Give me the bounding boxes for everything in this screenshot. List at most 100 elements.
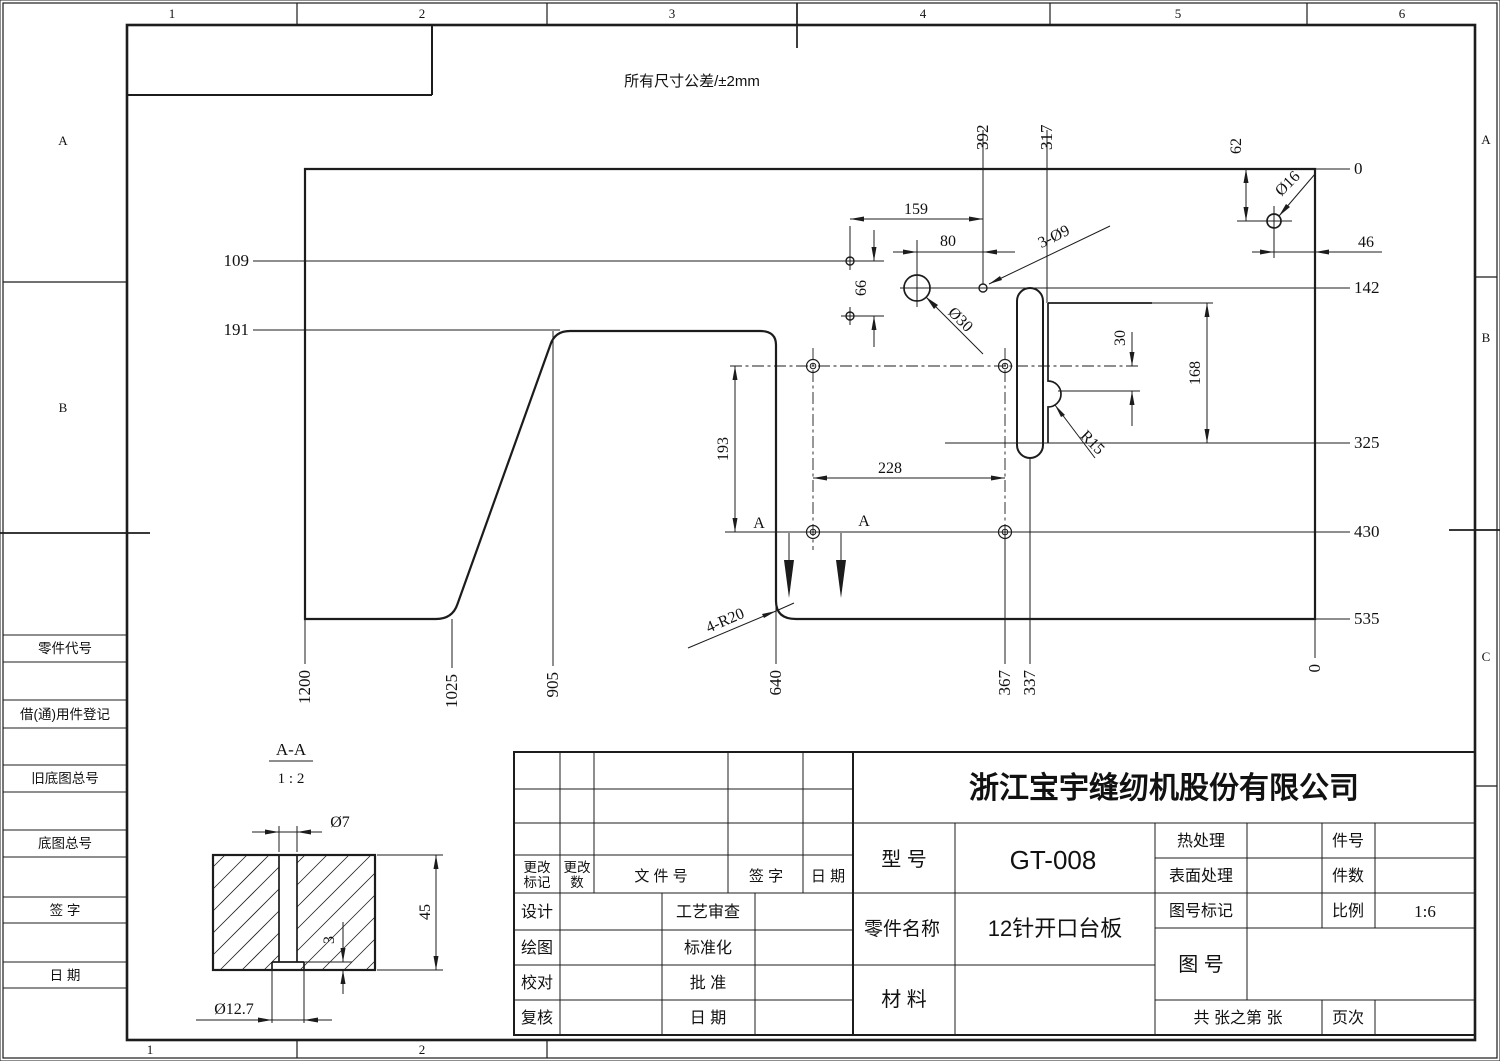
file-no-label: 文 件 号 xyxy=(634,868,687,885)
drawing-mark-label: 图号标记 xyxy=(1169,902,1233,920)
zone-labels: 1 2 3 4 5 6 1 2 A B A B C xyxy=(58,6,1491,1057)
callout-3xd9: 3-Ø9 xyxy=(1036,222,1073,252)
heat-treatment-label: 热处理 xyxy=(1177,832,1225,850)
tolerance-note: 所有尺寸公差/±2mm xyxy=(624,73,760,90)
coord-337: 337 xyxy=(1020,670,1039,696)
coord-142: 142 xyxy=(1354,278,1380,297)
date2-label: 日 期 xyxy=(690,1009,726,1027)
dim-66: 66 xyxy=(853,280,870,296)
sheet-total-label: 共 张之第 张 xyxy=(1194,1009,1283,1027)
dim-d127: Ø12.7 xyxy=(214,1001,254,1018)
drawing-no-label: 图 号 xyxy=(1178,954,1224,976)
zone-top-6: 6 xyxy=(1399,6,1406,21)
part-no-label: 件号 xyxy=(1332,832,1364,850)
zone-left-a: A xyxy=(58,133,68,148)
zone-right-a: A xyxy=(1481,132,1491,147)
model-value: GT-008 xyxy=(1010,845,1097,875)
section-block xyxy=(211,853,377,972)
coord-367: 367 xyxy=(995,670,1014,696)
arrowheads xyxy=(732,169,1329,618)
recheck-label: 复核 xyxy=(521,1009,553,1027)
record-date: 日 期 xyxy=(50,968,81,983)
section-letter-right: A xyxy=(858,513,870,530)
callout-r15: R15 xyxy=(1077,427,1108,458)
zone-top-1: 1 xyxy=(169,6,176,21)
section-dim-lines xyxy=(196,826,443,1023)
part-name-value: 12针开口台板 xyxy=(988,916,1122,941)
slot-outline xyxy=(1016,287,1044,459)
section-arrowheads xyxy=(258,829,439,1023)
zone-left-b: B xyxy=(59,400,68,415)
part-name-label: 零件名称 xyxy=(864,918,940,940)
dim-193: 193 xyxy=(715,437,732,461)
coord-392: 392 xyxy=(973,125,992,151)
dim-3: 3 xyxy=(321,936,338,944)
change-mark-label-2: 标记 xyxy=(524,875,551,890)
section-arrow-right xyxy=(836,560,846,598)
coord-1200: 1200 xyxy=(295,670,314,704)
coord-1025: 1025 xyxy=(442,674,461,708)
zone-top-4: 4 xyxy=(920,6,927,21)
page-label: 页次 xyxy=(1332,1009,1364,1027)
surface-treatment-label: 表面处理 xyxy=(1169,867,1233,885)
zone-right-c: C xyxy=(1482,649,1491,664)
zone-right-b: B xyxy=(1482,330,1491,345)
coord-191: 191 xyxy=(224,320,250,339)
company-name: 浙江宝宇缝纫机股份有限公司 xyxy=(969,771,1359,805)
callout-d30: Ø30 xyxy=(944,304,976,336)
record-borrowed: 借(通)用件登记 xyxy=(20,707,110,722)
coord-0-right: 0 xyxy=(1354,159,1363,178)
material-label: 材 料 xyxy=(881,988,927,1011)
record-master-no: 底图总号 xyxy=(38,836,92,851)
coord-325: 325 xyxy=(1354,433,1380,452)
zone-bottom-1: 1 xyxy=(147,1042,154,1057)
scale-value: 1:6 xyxy=(1414,902,1436,921)
zone-top-5: 5 xyxy=(1175,6,1182,21)
check-label: 校对 xyxy=(521,974,553,992)
dim-45: 45 xyxy=(417,904,434,920)
section-view: A-A 1 : 2 xyxy=(196,740,443,1023)
date-label: 日 期 xyxy=(811,868,845,885)
dimension-lines xyxy=(253,130,1382,668)
change-mark-label-1: 更改 xyxy=(524,860,552,875)
record-old-master: 旧底图总号 xyxy=(31,771,99,786)
section-title: A-A xyxy=(276,740,307,759)
record-part-code: 零件代号 xyxy=(38,641,92,656)
corner-holes xyxy=(805,358,1013,540)
design-label: 设计 xyxy=(521,903,553,921)
dim-159: 159 xyxy=(904,201,928,218)
coord-0-bottom: 0 xyxy=(1305,664,1324,673)
zone-top-3: 3 xyxy=(669,6,676,21)
standardize-label: 标准化 xyxy=(684,939,732,957)
record-signature: 签 字 xyxy=(50,902,81,918)
section-letter-left: A xyxy=(753,515,765,532)
dim-d7: Ø7 xyxy=(330,814,350,831)
change-count-label-2: 数 xyxy=(570,875,584,890)
part-outline xyxy=(303,167,1317,621)
section-scale: 1 : 2 xyxy=(278,771,305,787)
pocket-outline xyxy=(1047,303,1062,443)
callout-d16: Ø16 xyxy=(1272,168,1304,200)
dimension-labels: 159 80 46 228 66 62 30 168 193 3-Ø9 Ø30 … xyxy=(704,138,1374,636)
top-left-box xyxy=(127,25,433,96)
section-arrow-left xyxy=(784,560,794,598)
centerlines xyxy=(730,348,1140,550)
coordinate-labels: 109 191 0 142 325 430 535 392 317 1200 1… xyxy=(224,124,1380,708)
coord-109: 109 xyxy=(224,251,250,270)
left-record-column: 零件代号 借(通)用件登记 旧底图总号 底图总号 签 字 日 期 xyxy=(3,634,127,989)
sign-label: 签 字 xyxy=(749,868,783,885)
dim-80: 80 xyxy=(940,233,956,250)
zone-bottom-2: 2 xyxy=(419,1042,426,1057)
process-review-label: 工艺审查 xyxy=(676,903,740,921)
coord-317: 317 xyxy=(1037,124,1056,150)
approve-label: 批 准 xyxy=(690,974,726,992)
hatching xyxy=(212,854,376,971)
zone-top-2: 2 xyxy=(419,6,426,21)
title-block: 浙江宝宇缝纫机股份有限公司 型 号 GT-008 零件名称 12针开口台板 材 … xyxy=(513,751,1476,1036)
coord-535: 535 xyxy=(1354,609,1380,628)
dim-30: 30 xyxy=(1112,330,1129,346)
dim-168: 168 xyxy=(1187,361,1204,385)
